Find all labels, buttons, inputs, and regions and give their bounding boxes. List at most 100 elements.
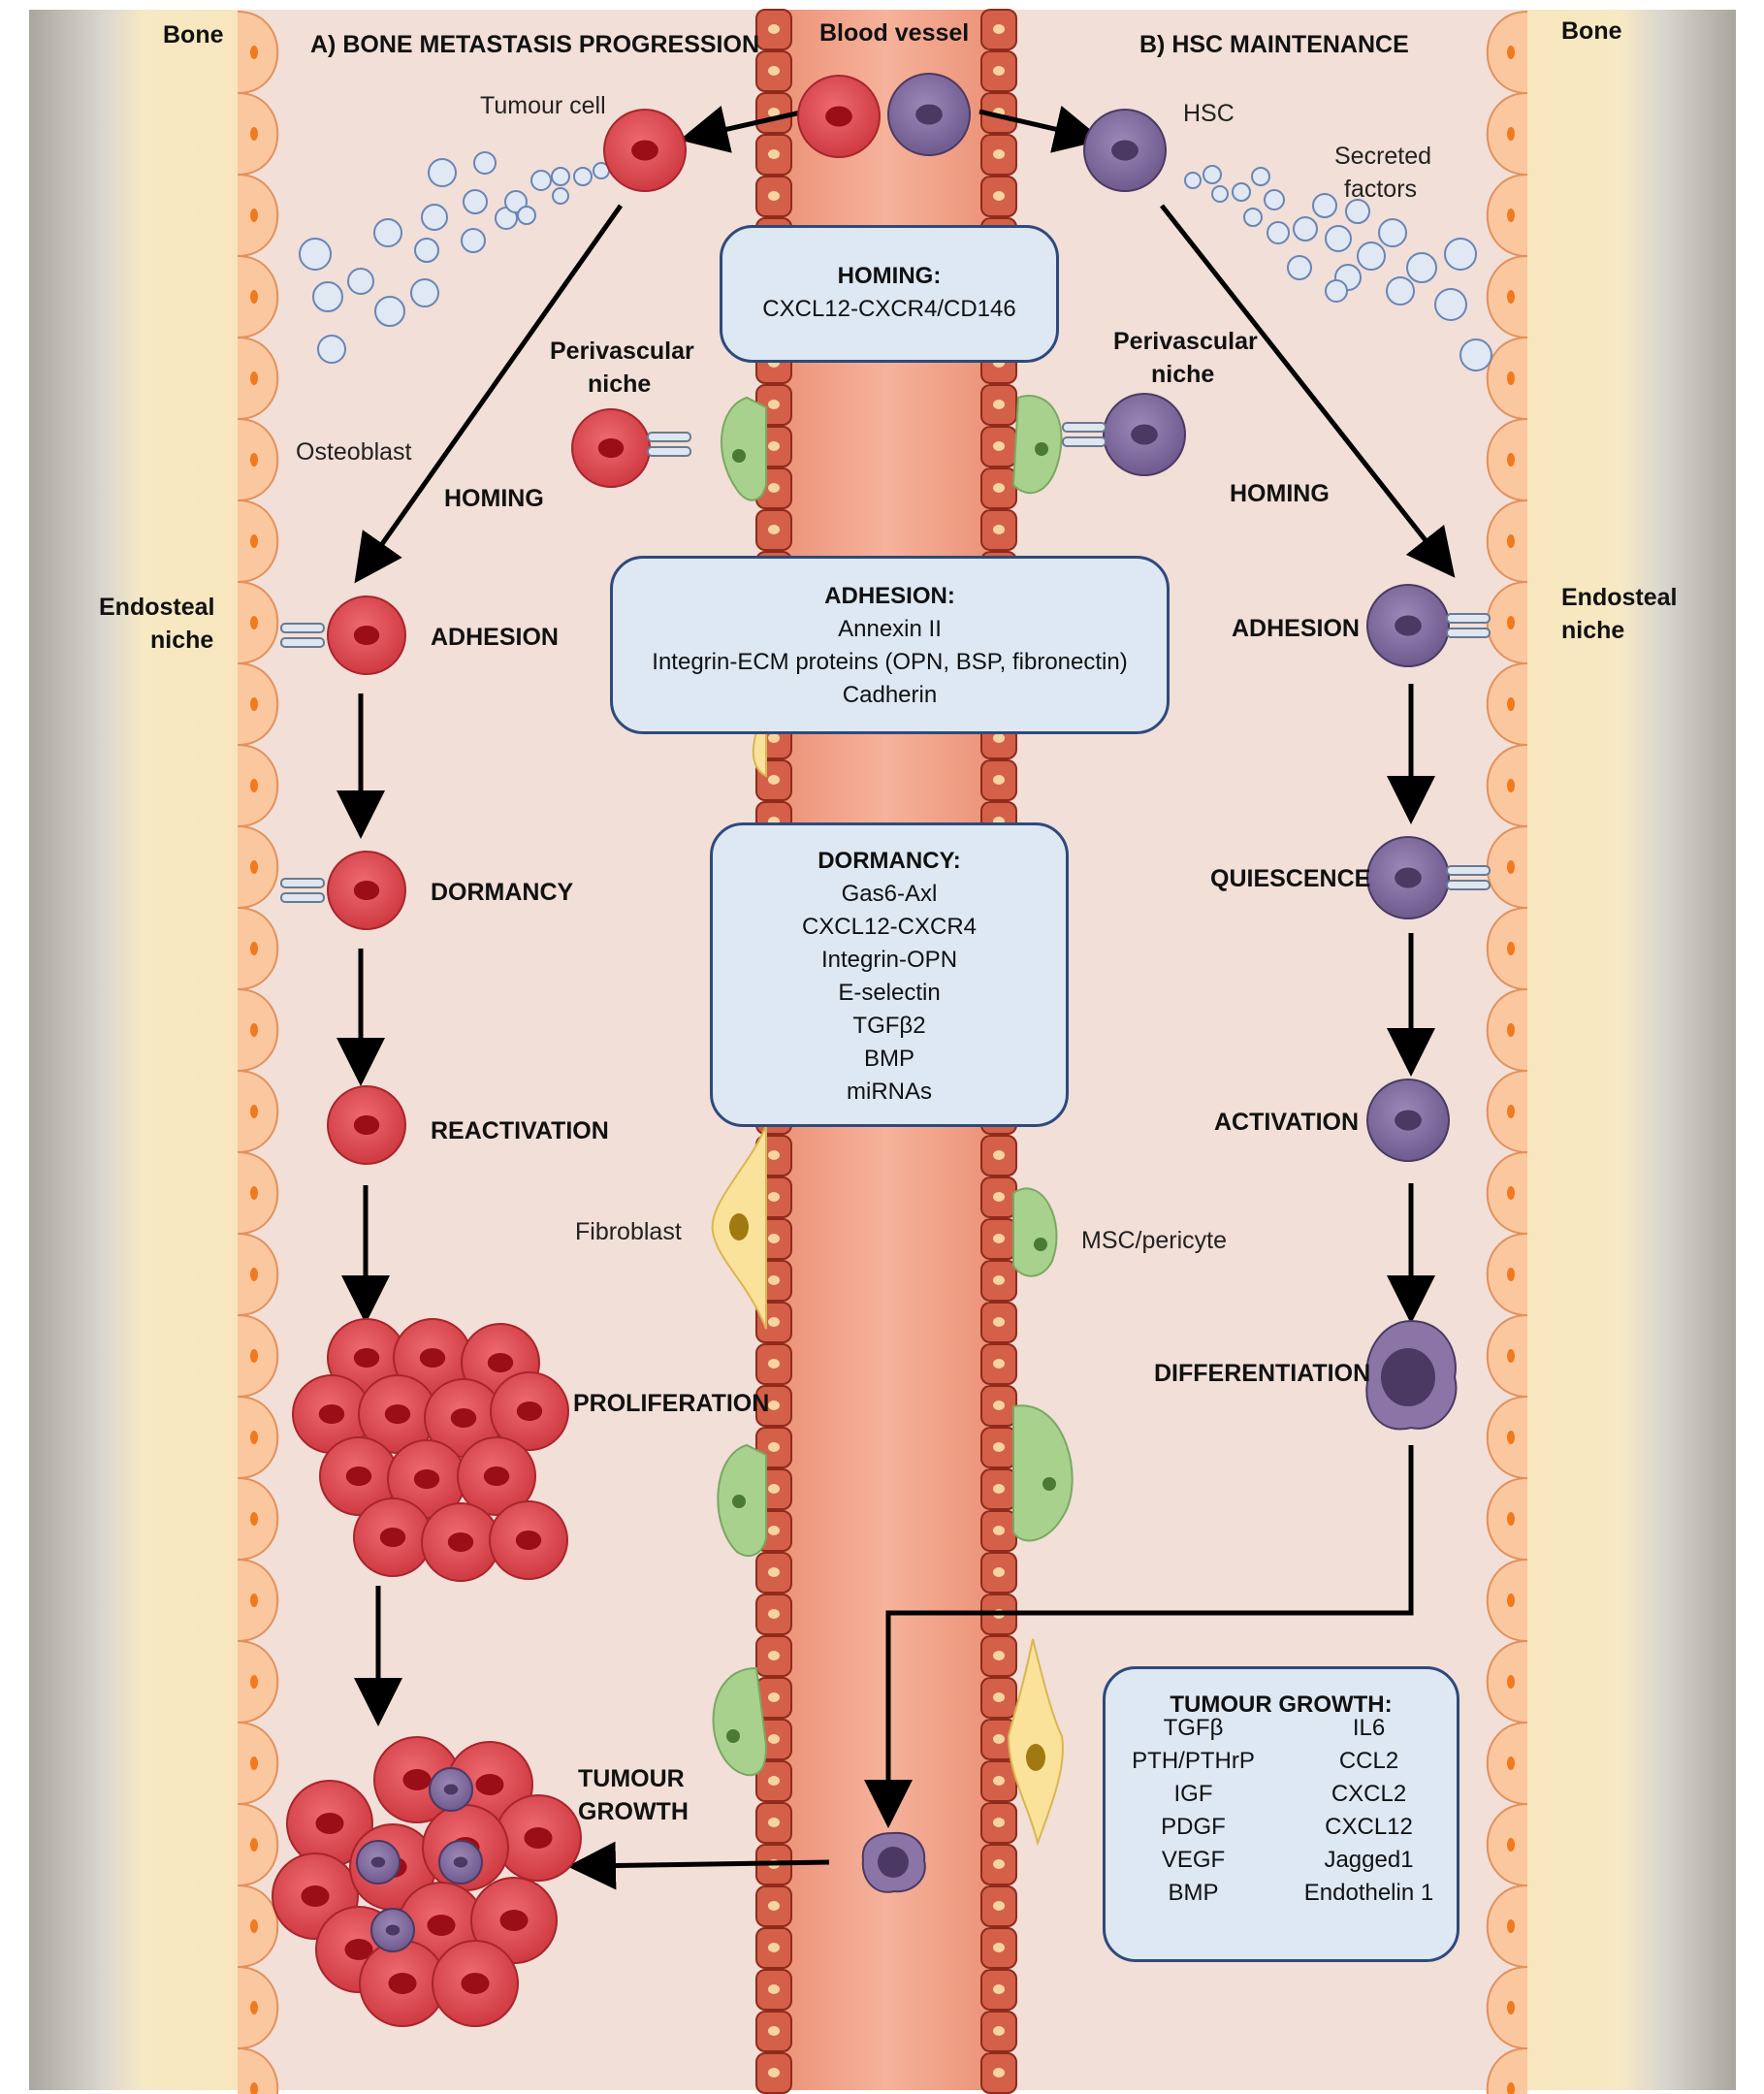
- section-a-title: A) BONE METASTASIS PROGRESSION: [310, 31, 760, 58]
- secreted-factor-bubble: [1184, 172, 1202, 189]
- left-step-dormancy: DORMANCY: [431, 879, 574, 906]
- homing-box-line: CXCL12-CXCR4/CD146: [762, 296, 1016, 322]
- left-step-adhesion: ADHESION: [431, 624, 559, 651]
- dormancy-box-line: Integrin-OPN: [820, 947, 958, 973]
- bone-right-label: Bone: [1561, 17, 1622, 45]
- secreted-factor-bubble: [1312, 193, 1337, 218]
- secreted-factor-bubble: [414, 238, 439, 263]
- endosteal-niche-right-label-2: niche: [1561, 617, 1625, 644]
- differentiated-cell: [1365, 1319, 1458, 1431]
- bone-left-label: Bone: [163, 21, 224, 48]
- secreted-factor-bubble: [410, 278, 439, 307]
- tumour-mass-immune-cell: [370, 1908, 415, 1952]
- secreted-factors: [299, 151, 1492, 371]
- adhesion-receptor: [280, 623, 325, 648]
- left-step-tumour-growth-2: GROWTH: [578, 1798, 689, 1825]
- secreted-factor-bubble: [1243, 208, 1263, 227]
- left-step-homing: HOMING: [444, 485, 544, 512]
- tumour-mass-immune-cell: [356, 1840, 401, 1885]
- fibroblast-label: Fibroblast: [575, 1218, 682, 1245]
- tumour-growth-factor: Endothelin 1: [1303, 1880, 1434, 1906]
- quiescent-hsc-cell: [1366, 836, 1450, 919]
- tumour-growth-factor: BMP: [1168, 1880, 1219, 1906]
- secreted-factor-bubble: [1444, 238, 1477, 271]
- secreted-factor-bubble: [504, 190, 528, 213]
- right-step-quiescence: QUIESCENCE: [1210, 865, 1371, 892]
- osteoblast-cell: [1486, 2047, 1528, 2094]
- secreted-factor-bubble: [1325, 225, 1352, 252]
- tumour-growth-box: TUMOUR GROWTH: TGFβ PTH/PTHrP IGF PDGF V…: [1103, 1666, 1459, 1962]
- proliferating-tumour-cell: [457, 1436, 536, 1516]
- secreted-factor-bubble: [1325, 279, 1348, 303]
- perivascular-niche-right-label-2: niche: [1151, 361, 1215, 388]
- secreted-factor-bubble: [1386, 276, 1415, 306]
- tumour-cell: [603, 109, 687, 192]
- adhesion-tumour-cell: [327, 596, 406, 675]
- left-step-tumour-growth-1: TUMOUR: [578, 1765, 685, 1792]
- tumour-mass-immune-cell: [438, 1840, 483, 1885]
- secreted-factor-bubble: [573, 167, 593, 186]
- osteoblast-label: Osteoblast: [296, 438, 412, 466]
- adhesion-receptor: [1446, 613, 1491, 638]
- secreted-factor-bubble: [1232, 182, 1251, 202]
- adhesion-hsc-cell: [1366, 584, 1450, 667]
- perivascular-adhesion-receptor: [1062, 422, 1107, 447]
- right-step-differentiation: DIFFERENTIATION: [1154, 1360, 1371, 1387]
- dormancy-box-line: E-selectin: [838, 980, 941, 1006]
- endosteal-niche-left-label-1: Endosteal: [99, 594, 215, 621]
- homing-box: HOMING: CXCL12-CXCR4/CD146: [720, 225, 1059, 363]
- secreted-factor-bubble: [463, 189, 488, 214]
- arrow-hsc-homing: [1160, 204, 1456, 578]
- right-step-adhesion: ADHESION: [1232, 615, 1360, 642]
- msc-pericyte-cell: [712, 395, 1074, 1777]
- arrow-tumour-homing: [354, 204, 624, 584]
- tumour-mass-cell: [286, 1780, 373, 1867]
- secreted-factor-bubble: [517, 206, 536, 225]
- dormancy-box-line: BMP: [863, 1046, 914, 1072]
- proliferating-tumour-cell: [424, 1378, 503, 1458]
- tumour-growth-factor: IL6: [1352, 1715, 1386, 1741]
- tumour-mass-cell: [432, 1940, 519, 2027]
- perivascular-hsc-cell: [1103, 393, 1186, 476]
- endosteal-niche-left-label-2: niche: [150, 627, 214, 654]
- secreted-factors-label-2: factors: [1344, 176, 1418, 203]
- proliferating-tumour-cell: [489, 1500, 568, 1580]
- activated-hsc-cell: [1366, 1079, 1450, 1162]
- secreted-factor-bubble: [1459, 338, 1492, 371]
- proliferating-tumour-cell: [490, 1371, 569, 1451]
- osteoblast-lining-right: [1486, 11, 1528, 2094]
- homing-box-title: HOMING:: [837, 263, 942, 289]
- secreted-factor-bubble: [317, 335, 346, 364]
- left-step-reactivation: REACTIVATION: [431, 1117, 609, 1144]
- secreted-factor-bubble: [1345, 199, 1370, 224]
- secreted-factor-bubble: [551, 167, 570, 186]
- tumour-mass-cell: [470, 1877, 558, 1964]
- tumour-mass-immune-cell: [429, 1767, 473, 1812]
- tumour-growth-factor: CXCL12: [1325, 1814, 1413, 1840]
- blood-vessel-label: Blood vessel: [819, 19, 970, 47]
- secreted-factor-bubble: [530, 170, 552, 191]
- secreted-factor-bubble: [473, 151, 497, 175]
- secreted-factor-bubble: [552, 187, 569, 205]
- vessel-hsc-cell: [887, 73, 971, 156]
- reactivated-tumour-cell: [327, 1085, 406, 1165]
- adhesion-box: ADHESION: Annexin II Integrin-ECM protei…: [610, 556, 1170, 734]
- adhesion-box-line: Cadherin: [842, 682, 938, 708]
- secreted-factor-bubble: [312, 281, 343, 312]
- endosteal-niche-right-label-1: Endosteal: [1561, 584, 1678, 611]
- tumour-growth-factors-right: IL6 CCL2 CXCL2 CXCL12 Jagged1 Endothelin…: [1281, 1712, 1457, 1910]
- tumour-growth-factors-left: TGFβ PTH/PTHrP IGF PDGF VEGF BMP: [1106, 1712, 1281, 1910]
- secreted-factor-bubble: [1378, 218, 1407, 247]
- perivascular-tumour-cell: [571, 408, 651, 488]
- secreted-factor-bubble: [428, 158, 457, 187]
- secreted-factor-bubble: [421, 204, 448, 231]
- tumour-growth-factor: CXCL2: [1331, 1781, 1407, 1807]
- osteoblast-cell: [237, 2047, 279, 2094]
- secreted-factor-bubble: [1434, 288, 1467, 321]
- hsc-label: HSC: [1183, 100, 1235, 127]
- perivascular-niche-left-label-1: Perivascular: [550, 338, 694, 365]
- secreted-factor-bubble: [1293, 216, 1318, 242]
- right-step-activation: ACTIVATION: [1214, 1109, 1360, 1136]
- adhesion-receptor: [1446, 865, 1491, 890]
- tumour-growth-factor: VEGF: [1161, 1847, 1226, 1873]
